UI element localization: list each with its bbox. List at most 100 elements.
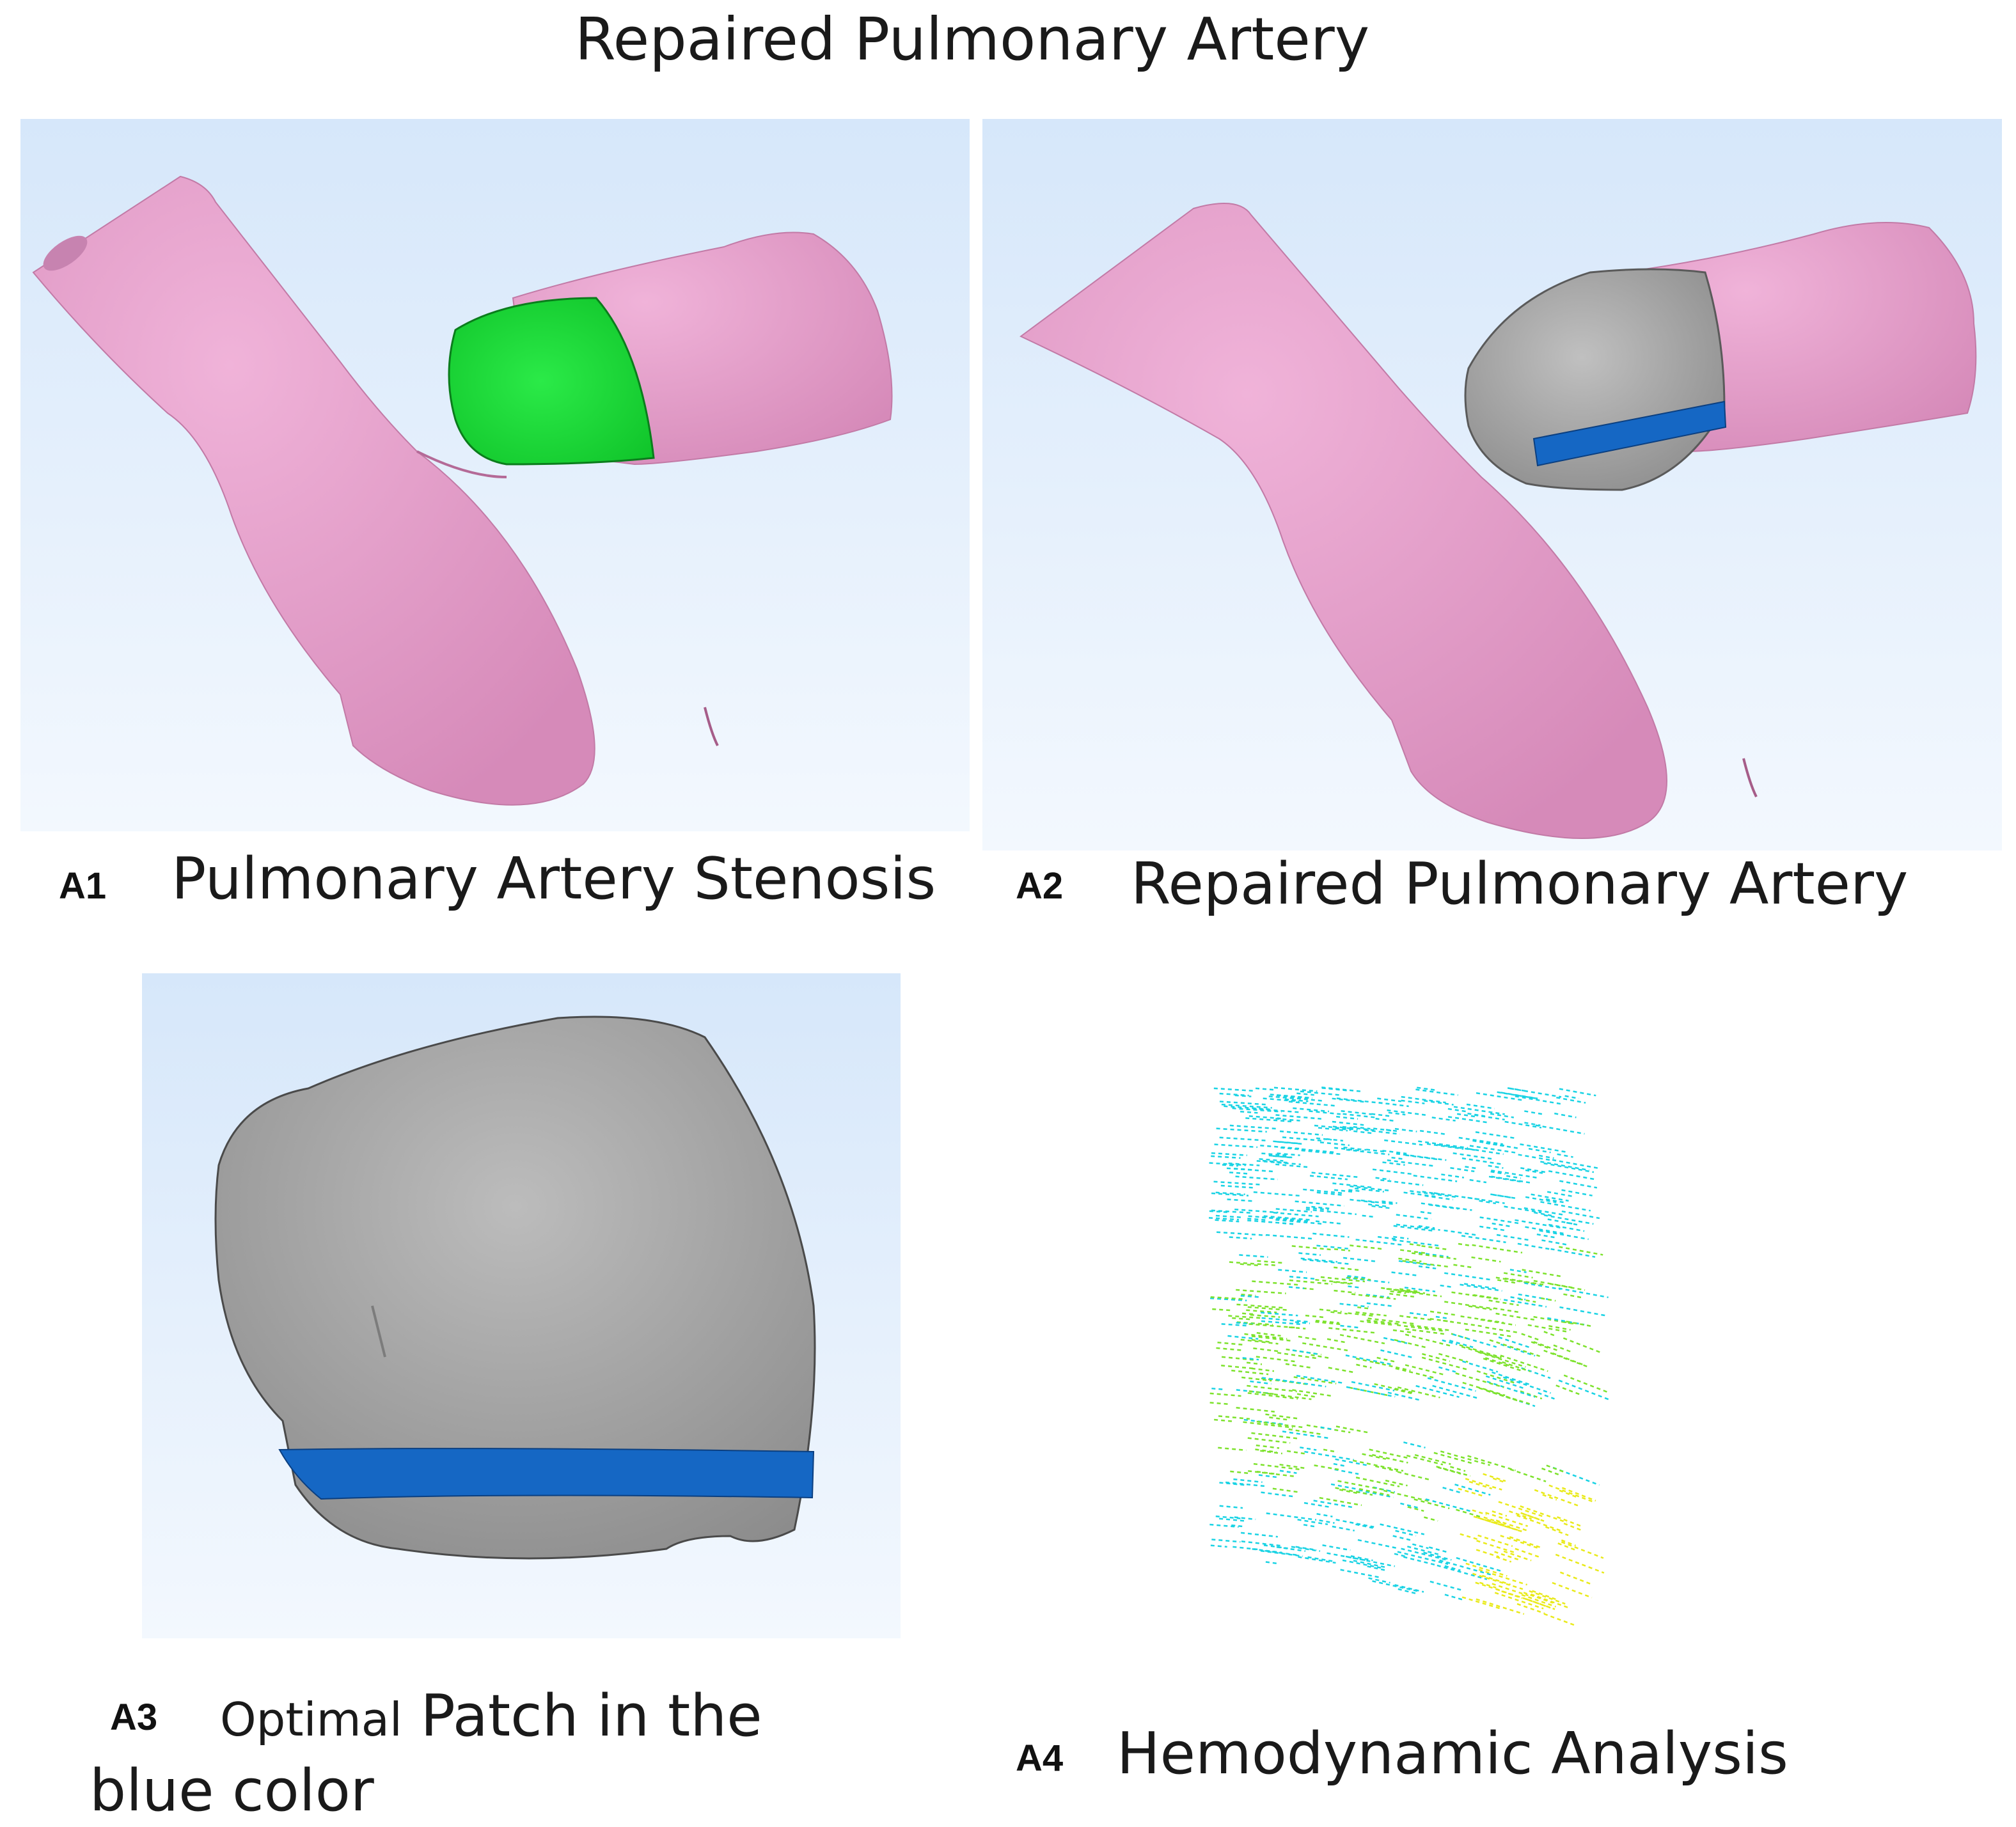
flow-streak	[1561, 1541, 1604, 1559]
flow-streak	[1292, 1349, 1318, 1355]
blue-patch-band	[1532, 400, 1727, 467]
panel-a1-caption: Pulmonary Artery Stenosis	[171, 845, 936, 913]
flow-streak	[1458, 1243, 1472, 1247]
flow-streak	[1373, 1486, 1396, 1493]
flow-streak	[1217, 1342, 1243, 1346]
flow-streak	[1395, 1530, 1417, 1537]
flow-streak	[1548, 1170, 1596, 1180]
flow-streak	[1371, 1205, 1392, 1209]
flow-streak	[1219, 1101, 1269, 1106]
flow-streak	[1364, 1129, 1400, 1135]
flow-streak	[1486, 1381, 1536, 1398]
flow-streak	[1220, 1184, 1256, 1189]
flow-streak	[1438, 1366, 1456, 1373]
flow-streak	[1212, 1308, 1232, 1312]
flow-streak	[1523, 1592, 1554, 1604]
flow-streak	[1392, 1239, 1440, 1247]
flow-streak	[1461, 1235, 1506, 1243]
flow-streak	[1296, 1374, 1343, 1384]
flow-streak	[1288, 1428, 1323, 1436]
flow-streak	[1323, 1448, 1338, 1453]
flow-streak	[1435, 1315, 1450, 1320]
flow-streak	[1262, 1377, 1291, 1383]
flow-streak	[1231, 1524, 1246, 1528]
flow-streak	[1277, 1152, 1300, 1156]
flow-streak	[1253, 1191, 1302, 1197]
flow-streak	[1302, 1342, 1348, 1352]
flow-streak	[1465, 1328, 1512, 1338]
flow-streak	[1213, 1180, 1261, 1186]
flow-streak	[1500, 1092, 1538, 1100]
flow-streak	[1465, 1166, 1479, 1170]
flow-streak	[1358, 1489, 1394, 1498]
flow-streak	[1351, 1293, 1396, 1300]
flow-streak	[1339, 1489, 1359, 1494]
flow-streak	[1555, 1384, 1582, 1396]
panel-a3-image	[142, 973, 901, 1638]
flow-streak	[1345, 1354, 1394, 1366]
flow-streak	[1320, 1426, 1335, 1431]
flow-streak	[1520, 1505, 1568, 1523]
flow-streak	[1500, 1344, 1536, 1357]
flow-streak	[1222, 1164, 1238, 1167]
flow-streak	[1272, 1155, 1293, 1159]
flow-streak	[1256, 1444, 1280, 1449]
flow-streak	[1273, 1211, 1319, 1218]
flow-streak	[1394, 1338, 1428, 1349]
flow-streak	[1227, 1335, 1259, 1340]
flow-streak	[1319, 1308, 1342, 1313]
flow-streak	[1563, 1321, 1577, 1325]
flow-streak	[1453, 1152, 1493, 1160]
flow-streak	[1465, 1562, 1508, 1577]
flow-streak	[1391, 1271, 1417, 1276]
flow-streak	[1376, 1356, 1395, 1363]
flow-streak	[1494, 1592, 1544, 1610]
flow-streak	[1366, 1302, 1394, 1308]
flow-streak	[1421, 1356, 1467, 1370]
flow-streak	[1373, 1127, 1394, 1132]
flow-streak	[1380, 1523, 1425, 1535]
flow-streak	[1539, 1230, 1589, 1241]
flow-streak	[1402, 1260, 1450, 1268]
flow-streak	[1382, 1161, 1405, 1166]
flow-streak	[1452, 1333, 1497, 1348]
flow-streak	[1261, 1491, 1293, 1498]
flow-streak	[1289, 1097, 1325, 1102]
flow-streak	[1440, 1284, 1454, 1289]
flow-streak	[1458, 1136, 1503, 1145]
flow-streak	[1390, 1290, 1406, 1294]
flow-streak	[1248, 1115, 1282, 1120]
flow-streak	[1346, 1276, 1390, 1283]
flow-streak	[1229, 1236, 1252, 1240]
flow-streak	[1460, 1533, 1479, 1541]
flow-streak	[1228, 1162, 1260, 1166]
flow-streak	[1559, 1246, 1603, 1256]
flow-streak	[1362, 1214, 1376, 1218]
flow-streak	[1219, 1505, 1243, 1509]
flow-streak	[1419, 1129, 1445, 1135]
flow-streak	[1286, 1450, 1306, 1455]
flow-streak	[1483, 1473, 1506, 1482]
flow-streak	[1488, 1164, 1504, 1169]
flow-streak	[1489, 1339, 1540, 1358]
flow-streak	[1339, 1334, 1385, 1345]
flow-streak	[1500, 1354, 1548, 1372]
main-vessel	[1020, 203, 1667, 839]
flow-streak	[1478, 1569, 1528, 1586]
flow-streak	[1495, 1312, 1538, 1321]
flow-streak	[1314, 1124, 1358, 1131]
flow-streak	[1316, 1513, 1333, 1517]
flow-streak	[1279, 1470, 1297, 1474]
flow-streak	[1394, 1553, 1408, 1558]
flow-streak	[1279, 1463, 1305, 1470]
flow-streak	[1255, 1087, 1275, 1091]
panel-a3-caption-small: Optimal	[220, 1693, 402, 1746]
flow-streak	[1313, 1500, 1354, 1509]
flow-streak	[1561, 1210, 1600, 1219]
flow-streak	[1521, 1367, 1551, 1379]
flow-streak	[1315, 1321, 1344, 1326]
flow-streak	[1335, 1519, 1374, 1528]
flow-streak	[1247, 1218, 1266, 1221]
flow-streak	[1219, 1136, 1268, 1141]
flow-streak	[1553, 1344, 1571, 1353]
